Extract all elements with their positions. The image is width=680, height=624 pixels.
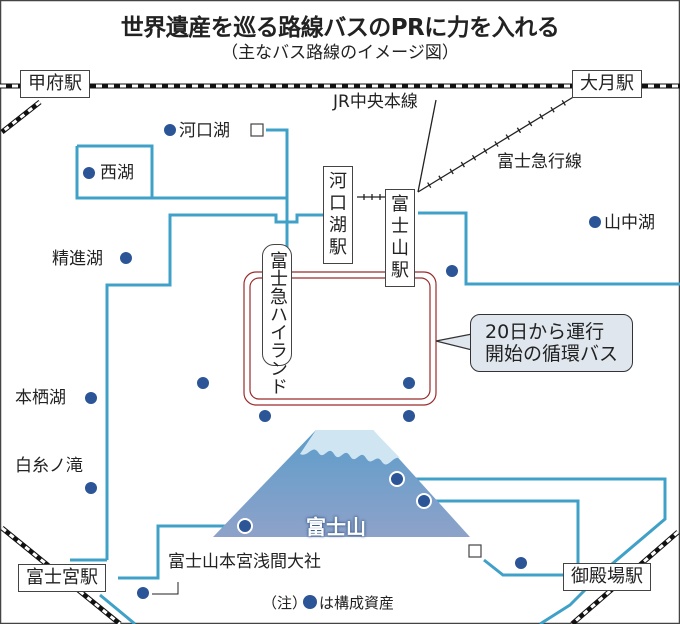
heritage-dot-motosuko [85,392,97,404]
heritage-dot-fuji [389,471,405,487]
loop-bus-route [243,271,437,406]
rail-tick [483,147,488,154]
station-kofu: 甲府駅 [20,70,90,98]
note-dot [303,595,317,609]
place-fujikyu-highland: 富士急ハイランド [262,244,292,395]
callout-pointer [435,333,473,351]
heritage-dot [515,557,527,569]
heritage-dot-saiko [83,167,95,179]
label-fujikyu: 富士急行線 [497,152,582,172]
label-hongu-sengen: 富士山本宮浅間大社 [168,552,321,572]
rail-tick [427,182,432,189]
bus-routes [70,128,680,624]
rail-tick [438,175,443,182]
heritage-dot [403,377,415,389]
rail-tick [494,141,499,147]
heritage-dot-yamanakako [589,216,601,228]
station-fujinomiya: 富士宮駅 [18,564,106,592]
label-kawaguchiko: 河口湖 [179,121,230,141]
terminal-marker [468,544,482,558]
heritage-dot [403,410,415,422]
label-motosuko: 本栖湖 [15,388,66,408]
rail-tick [528,120,533,127]
label-shojiko: 精進湖 [52,249,103,269]
rail-tick [505,134,510,141]
heritage-dot-fuji [237,518,253,534]
label-jr-chuo: JR中央本線 [333,92,418,112]
heritage-dot [446,265,458,277]
label-shiraito: 白糸ノ滝 [15,456,83,476]
rail-kofu-diagonal [0,100,42,134]
heritage-dot-kawaguchiko [164,124,176,136]
map-title: 世界遺産を巡る路線バスのPRに力を入れる [120,15,560,41]
rail-tick [539,113,544,120]
rail-tick [449,168,454,175]
heritage-dot-sengen [137,587,149,599]
heritage-dot [259,410,271,422]
note-prefix: （注） [262,594,308,612]
heritage-dot-shiraito [85,482,97,494]
label-saiko: 西湖 [100,163,134,183]
rail-tick [460,161,465,168]
rail-tick [561,99,566,106]
label-yamanakako: 山中湖 [604,213,655,233]
station-kawaguchiko: 河口湖駅 [323,166,353,264]
terminal-marker [250,123,264,137]
highland-label-2: ハイランド [267,305,288,395]
highland-label-1: 富士急 [267,251,288,305]
note-suffix: は構成資産 [319,594,395,612]
station-fujisan: 富士山駅 [385,189,415,287]
map-subtitle: （主なバス路線のイメージ図） [221,43,459,63]
fujikyu-line [357,95,576,200]
heritage-dots [83,124,601,609]
rail-tick [471,154,477,161]
sengen-leader-line [152,582,179,595]
rail-tick [550,106,555,113]
station-gotemba: 御殿場駅 [563,563,651,591]
callout-line-1: 20日から運行 [485,321,605,343]
loop-bus-callout: 20日から運行 開始の循環バス [470,314,634,372]
heritage-dot-shojiko [120,252,132,264]
mt-fuji-illustration [213,430,470,537]
label-mt-fuji: 富士山 [306,515,366,539]
station-otsuki: 大月駅 [572,70,642,98]
heritage-dot-fuji [416,493,432,509]
heritage-dot [197,377,209,389]
rail-tick [516,127,522,134]
callout-line-2: 開始の循環バス [485,343,619,365]
